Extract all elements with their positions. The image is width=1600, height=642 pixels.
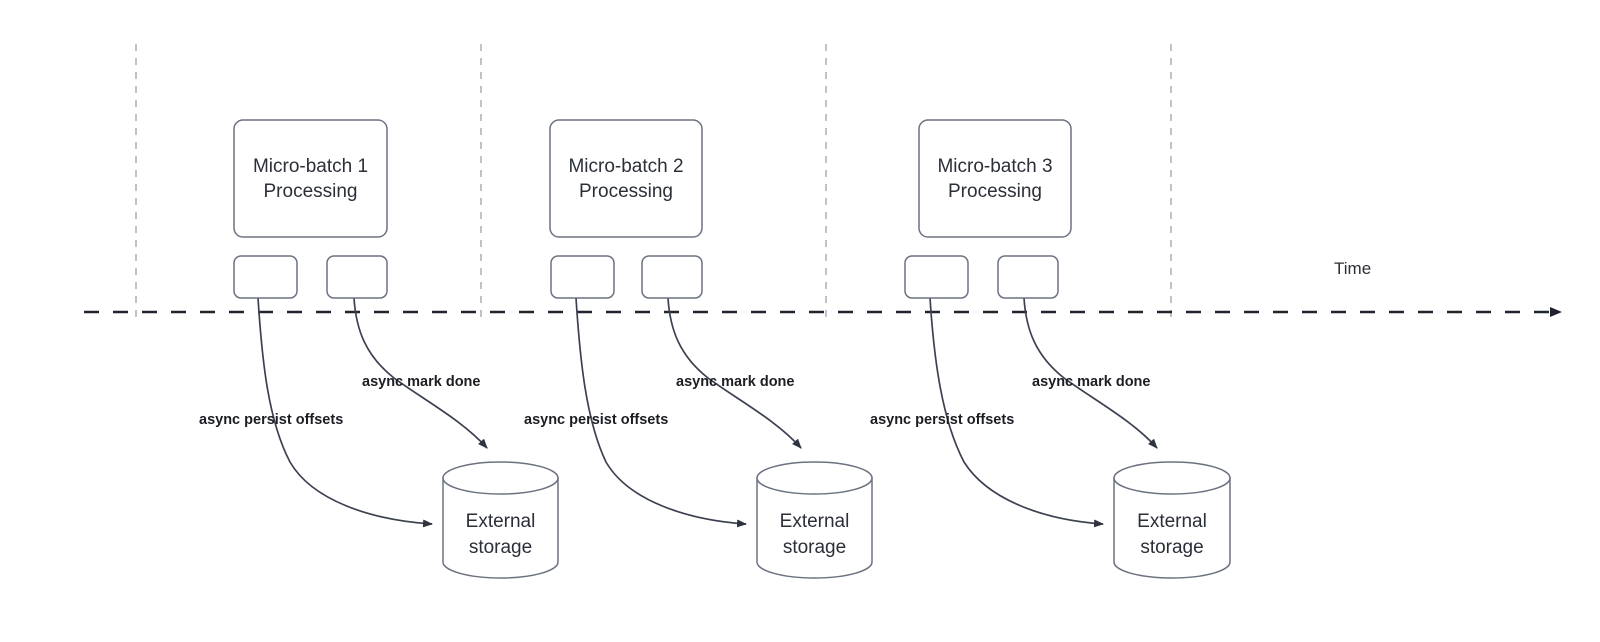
storage-cylinder-body — [442, 477, 559, 579]
edge-mark-done-3 — [1023, 297, 1158, 449]
storage-cylinder-top — [756, 461, 873, 495]
storage-cylinder-top — [1113, 461, 1231, 495]
task-box-mark-1[interactable] — [326, 255, 388, 299]
batch-box-rect — [549, 119, 703, 238]
storage-cylinder-3[interactable]: External storage — [1113, 461, 1231, 579]
edge-label-mark-done-2: async mark done — [676, 374, 794, 390]
batch-box-title-line2: Processing — [264, 181, 358, 202]
batch-box-title-line2: Processing — [579, 181, 673, 202]
storage-cylinder-2[interactable]: External storage — [756, 461, 873, 579]
group-3: Micro-batch 3 Processing External storag… — [870, 119, 1231, 579]
edge-label-persist-offsets-3: async persist offsets — [870, 412, 1014, 428]
batch-box-title-line1: Micro-batch 2 — [568, 156, 683, 177]
storage-label-line1: External — [1137, 511, 1207, 532]
group-1: Micro-batch 1 Processing External storag… — [199, 119, 559, 579]
batch-box-rect — [918, 119, 1072, 238]
group-2: Micro-batch 2 Processing External storag… — [524, 119, 873, 579]
task-box-mark-3[interactable] — [997, 255, 1059, 299]
task-box-persist-3[interactable] — [904, 255, 969, 299]
storage-cylinder-body — [1113, 477, 1231, 579]
storage-label-line1: External — [780, 511, 850, 532]
storage-label-line2: storage — [1140, 537, 1203, 558]
edge-persist-offsets-3 — [929, 297, 1104, 528]
storage-cylinder-1[interactable]: External storage — [442, 461, 559, 579]
edge-mark-done-2 — [667, 297, 802, 449]
time-axis: Time — [84, 259, 1562, 317]
batch-box-title-line1: Micro-batch 1 — [253, 156, 368, 177]
storage-cylinder-top — [442, 461, 559, 495]
time-axis-label: Time — [1334, 259, 1371, 278]
edge-label-persist-offsets-1: async persist offsets — [199, 412, 343, 428]
divider-group — [135, 44, 1172, 322]
task-box-persist-2[interactable] — [550, 255, 615, 299]
storage-label-line2: storage — [783, 537, 846, 558]
edge-label-persist-offsets-2: async persist offsets — [524, 412, 668, 428]
edge-persist-offsets-1 — [257, 297, 433, 528]
edge-persist-offsets-2 — [575, 297, 747, 528]
batch-box-1[interactable]: Micro-batch 1 Processing — [233, 119, 388, 238]
edge-label-mark-done-1: async mark done — [362, 374, 480, 390]
batch-box-3[interactable]: Micro-batch 3 Processing — [918, 119, 1072, 238]
task-box-mark-2[interactable] — [641, 255, 703, 299]
storage-label-line1: External — [466, 511, 536, 532]
batch-box-rect — [233, 119, 388, 238]
task-box-persist-1[interactable] — [233, 255, 298, 299]
edge-label-mark-done-3: async mark done — [1032, 374, 1150, 390]
edge-mark-done-1 — [353, 297, 488, 449]
storage-label-line2: storage — [469, 537, 532, 558]
batch-box-2[interactable]: Micro-batch 2 Processing — [549, 119, 703, 238]
batch-box-title-line2: Processing — [948, 181, 1042, 202]
storage-cylinder-body — [756, 477, 873, 579]
batch-box-title-line1: Micro-batch 3 — [937, 156, 1052, 177]
